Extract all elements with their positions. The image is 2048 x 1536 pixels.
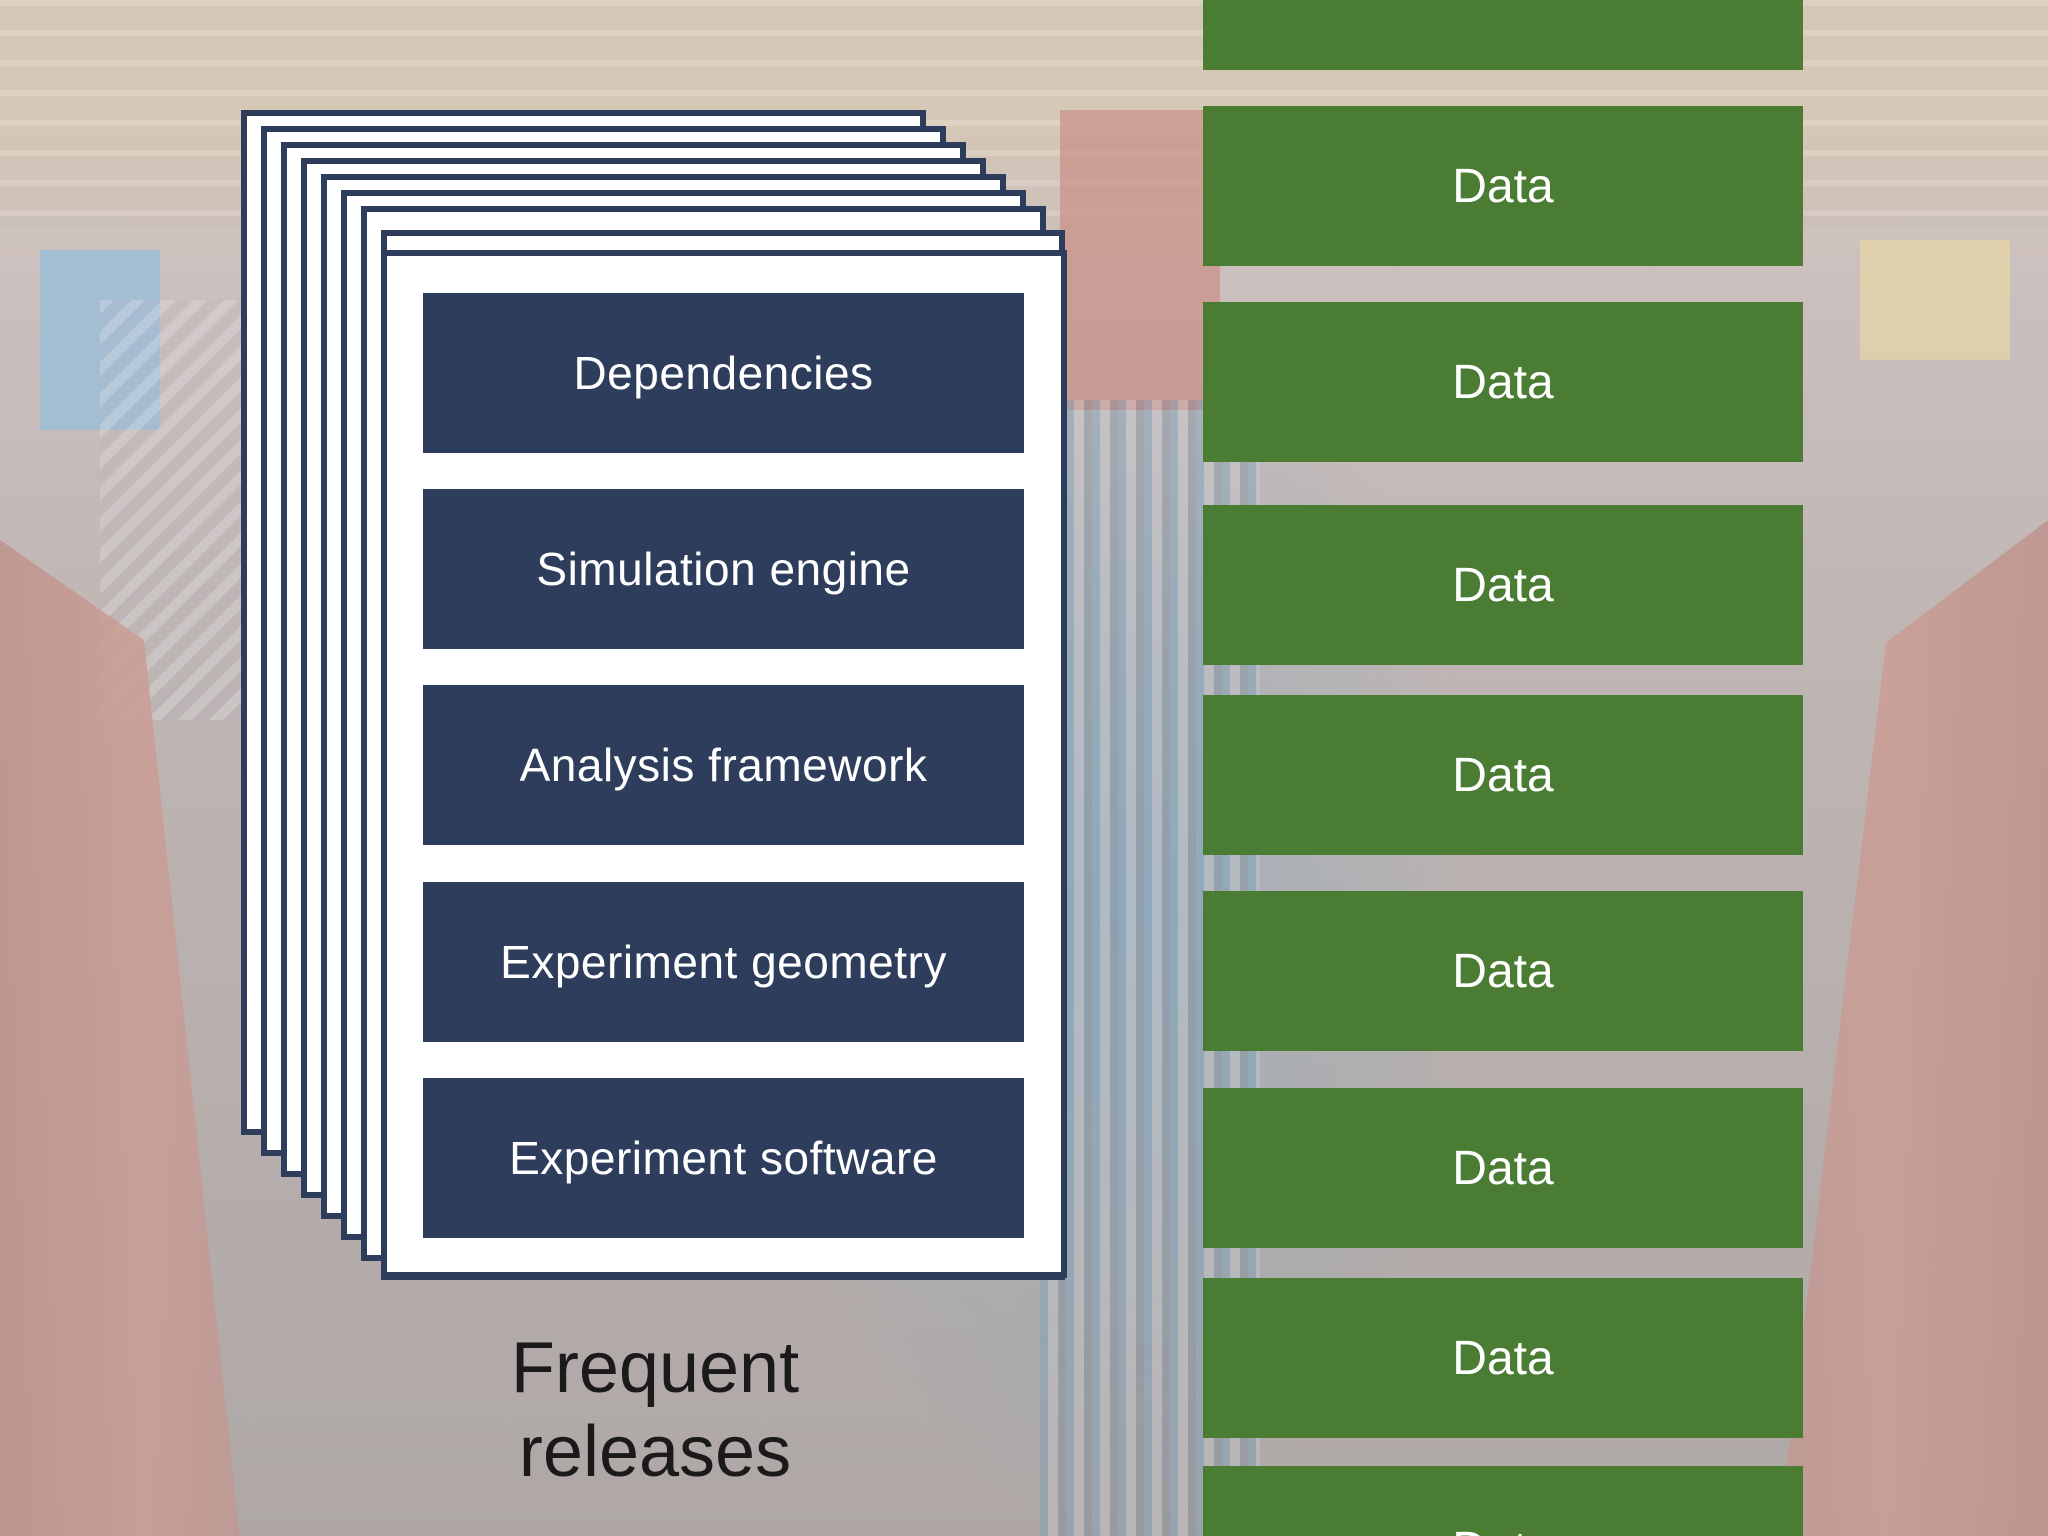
data-label: Data bbox=[1452, 355, 1554, 409]
data-box: Data bbox=[1203, 302, 1803, 462]
data-box: Data bbox=[1203, 891, 1803, 1051]
component-analysis-framework: Analysis framework bbox=[423, 685, 1024, 845]
data-label: Data bbox=[1452, 748, 1554, 802]
data-label: Data bbox=[1452, 944, 1554, 998]
background-red-component bbox=[1060, 110, 1220, 410]
data-label: Data bbox=[1452, 1141, 1554, 1195]
data-box: Data bbox=[1203, 505, 1803, 665]
data-box-cropped-top: Data bbox=[1203, 0, 1803, 70]
data-box-cropped-bottom: Data bbox=[1203, 1466, 1803, 1536]
data-box: Data bbox=[1203, 106, 1803, 266]
data-label: Data bbox=[1452, 1522, 1553, 1536]
component-label: Dependencies bbox=[573, 347, 874, 399]
component-experiment-geometry: Experiment geometry bbox=[423, 882, 1024, 1042]
component-label: Experiment geometry bbox=[500, 936, 947, 988]
data-box: Data bbox=[1203, 1088, 1803, 1248]
data-box: Data bbox=[1203, 695, 1803, 855]
component-simulation-engine: Simulation engine bbox=[423, 489, 1024, 649]
component-label: Simulation engine bbox=[536, 543, 911, 595]
background-yellow-light bbox=[1860, 240, 2010, 360]
data-box: Data bbox=[1203, 1278, 1803, 1438]
frequent-releases-caption: Frequent releases bbox=[480, 1326, 830, 1494]
data-label: Data bbox=[1452, 0, 1553, 8]
background-blue-panel bbox=[40, 250, 160, 430]
caption-line-1: Frequent bbox=[510, 1328, 800, 1408]
caption-line-2: releases bbox=[518, 1412, 792, 1492]
data-label: Data bbox=[1452, 558, 1554, 612]
data-label: Data bbox=[1452, 159, 1554, 213]
data-label: Data bbox=[1452, 1331, 1554, 1385]
component-dependencies: Dependencies bbox=[423, 293, 1024, 453]
component-label: Experiment software bbox=[509, 1132, 938, 1184]
component-label: Analysis framework bbox=[519, 739, 928, 791]
component-experiment-software: Experiment software bbox=[423, 1078, 1024, 1238]
